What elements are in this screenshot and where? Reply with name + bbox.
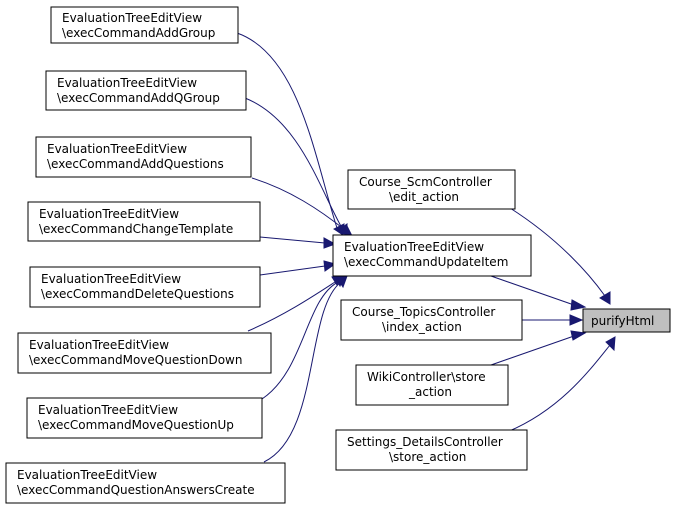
node-moveup-line1: EvaluationTreeEditView [38, 403, 178, 417]
node-settings[interactable]: Settings_DetailsController \store_action [335, 429, 528, 471]
arrow-scmedit [599, 291, 611, 305]
node-changetpl-line2: \execCommandChangeTemplate [39, 222, 233, 236]
node-addq-line1: EvaluationTreeEditView [47, 142, 187, 156]
node-updateitem[interactable]: EvaluationTreeEditView \execCommandUpdat… [332, 234, 532, 277]
node-purify-html-label: purifyHtml [591, 314, 654, 328]
arrow-topics [569, 314, 584, 326]
arrow-changetpl [323, 237, 337, 249]
node-qacreate[interactable]: EvaluationTreeEditView \execCommandQuest… [5, 462, 286, 504]
arrow-qacreate [336, 275, 348, 289]
edge-settings-purify [506, 344, 611, 433]
edges [236, 32, 611, 463]
node-movedown-line1: EvaluationTreeEditView [29, 338, 169, 352]
node-topics[interactable]: Course_TopicsController \index_action [340, 299, 523, 341]
node-changetpl[interactable]: EvaluationTreeEditView \execCommandChang… [27, 201, 261, 242]
node-scmedit-line2: \edit_action [389, 190, 459, 204]
node-moveup[interactable]: EvaluationTreeEditView \execCommandMoveQ… [26, 397, 263, 439]
node-updateitem-line1: EvaluationTreeEditView [344, 240, 484, 254]
node-wiki-line1: WikiController\store [367, 370, 486, 384]
node-topics-line1: Course_TopicsController [352, 305, 495, 319]
node-purify-html[interactable]: purifyHtml [582, 308, 671, 333]
node-updateitem-line2: \execCommandUpdateItem [344, 255, 508, 269]
node-addq-line2: \execCommandAddQuestions [47, 157, 224, 171]
node-scmedit[interactable]: Course_ScmController \edit_action [347, 169, 516, 210]
arrow-wiki [570, 330, 587, 341]
arrow-settings [605, 336, 616, 352]
edge-scmedit-purify [509, 207, 606, 297]
edge-delq-updateitem [259, 265, 326, 276]
node-wiki-line2: _action [408, 385, 452, 399]
node-settings-line1: Settings_DetailsController [347, 435, 503, 449]
node-addgroup-line2: \execCommandAddGroup [62, 26, 215, 40]
node-addqgroup[interactable]: EvaluationTreeEditView \execCommandAddQG… [45, 70, 247, 111]
edge-addqgroup-updateitem [244, 97, 343, 229]
edge-wiki-purify [490, 335, 575, 366]
node-movedown[interactable]: EvaluationTreeEditView \execCommandMoveQ… [17, 332, 272, 374]
edge-updateitem-purify [490, 275, 575, 306]
node-settings-line2: \store_action [389, 450, 466, 464]
edge-changetpl-updateitem [259, 236, 326, 244]
node-addqgroup-line2: \execCommandAddQGroup [57, 91, 220, 105]
arrow-updateitem [570, 299, 587, 311]
node-addgroup-line1: EvaluationTreeEditView [62, 11, 202, 25]
node-qacreate-line1: EvaluationTreeEditView [17, 468, 157, 482]
edge-moveup-updateitem [261, 281, 339, 400]
edge-addgroup-updateitem [236, 32, 338, 229]
node-delq[interactable]: EvaluationTreeEditView \execCommandDelet… [29, 266, 261, 308]
edge-qacreate-updateitem [263, 281, 342, 463]
node-changetpl-line1: EvaluationTreeEditView [39, 207, 179, 221]
node-scmedit-line1: Course_ScmController [359, 175, 492, 189]
node-moveup-line2: \execCommandMoveQuestionUp [38, 418, 234, 432]
arrow-delq [323, 260, 337, 272]
node-addgroup[interactable]: EvaluationTreeEditView \execCommandAddGr… [50, 6, 239, 44]
edge-movedown-updateitem [247, 281, 336, 332]
node-movedown-line2: \execCommandMoveQuestionDown [29, 353, 242, 367]
node-delq-line2: \execCommandDeleteQuestions [41, 287, 234, 301]
node-wiki[interactable]: WikiController\store _action [355, 364, 509, 406]
node-addqgroup-line1: EvaluationTreeEditView [57, 76, 197, 90]
node-addq[interactable]: EvaluationTreeEditView \execCommandAddQu… [35, 136, 252, 178]
edge-addq-updateitem [251, 177, 346, 231]
node-qacreate-line2: \execCommandQuestionAnswersCreate [17, 483, 255, 497]
node-topics-line2: \index_action [382, 320, 462, 334]
node-delq-line1: EvaluationTreeEditView [41, 272, 181, 286]
